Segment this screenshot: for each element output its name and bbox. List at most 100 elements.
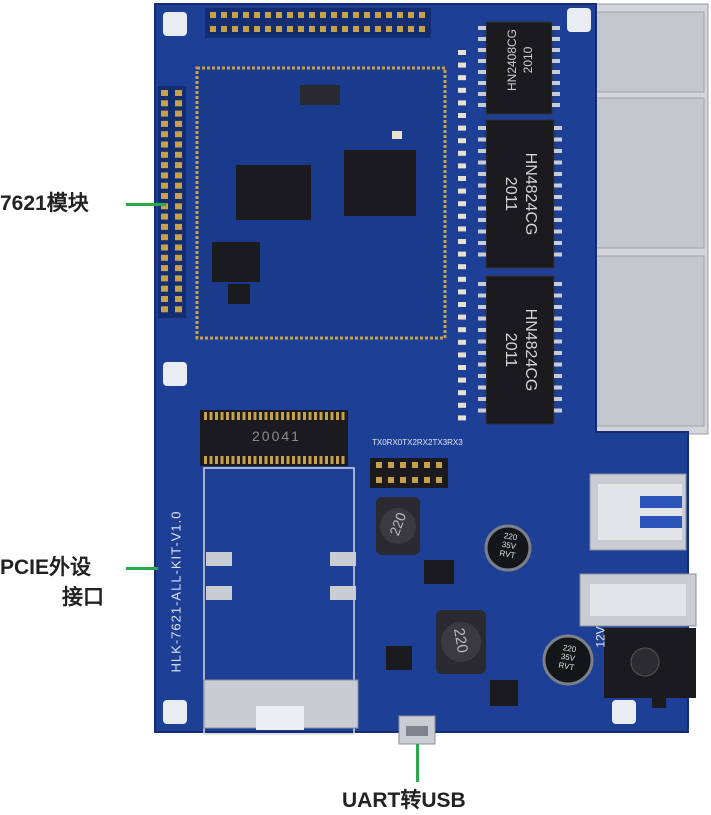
smd-component [458, 100, 466, 106]
header-pin [175, 131, 182, 138]
label-tx3: TX3 [432, 438, 448, 447]
uart-pin [436, 477, 442, 483]
header-pin [353, 12, 359, 18]
pcie-contact [314, 456, 317, 464]
smd-component [458, 390, 466, 396]
transformer-pin [554, 241, 562, 245]
header-pin [243, 26, 249, 32]
transformer-pin [478, 37, 486, 41]
pcie-contact [292, 456, 295, 464]
transformer-pin [478, 81, 486, 85]
transformer-pin [554, 218, 562, 222]
header-pin [161, 203, 168, 210]
pcie-contact [336, 456, 339, 464]
header-pin [320, 26, 326, 32]
smd-component [458, 264, 466, 270]
transformer-pin [554, 149, 562, 153]
header-pin [287, 12, 293, 18]
transformer-pin [554, 408, 562, 413]
smd-component [458, 402, 466, 408]
transformer-pin [478, 328, 486, 332]
transformer-pin [554, 339, 562, 344]
smd-component [458, 339, 466, 345]
pcie-contact [231, 412, 235, 420]
label-rx2: RX2 [416, 438, 433, 447]
header-pin [175, 193, 182, 199]
transformer-pin [478, 229, 486, 234]
transformer-pin [478, 59, 486, 63]
label-tx2: TX2 [402, 438, 417, 447]
header-pin [353, 26, 359, 32]
pcie-contact [242, 412, 246, 420]
header-pin [161, 182, 168, 189]
capacitor-2-text: 220 35V RVT [551, 642, 585, 674]
transformer-pin [554, 362, 562, 367]
transformer-pin [478, 339, 486, 344]
transformer-pin [478, 149, 486, 153]
smd-component [458, 365, 466, 370]
header-pin [175, 151, 182, 158]
dc-voltage-text: 12V [593, 626, 608, 648]
pcie-contact [209, 456, 213, 464]
transformer-pin [478, 252, 486, 257]
pcie-contact [319, 456, 323, 464]
header-pin [175, 213, 182, 220]
header-pin [419, 12, 425, 18]
transformer-pin [478, 103, 486, 107]
uart-pin [388, 462, 394, 468]
header-pin [161, 193, 168, 199]
transformer-pin [552, 92, 560, 96]
header-pin [375, 26, 381, 32]
transformer-pin [478, 92, 486, 96]
smd-component [458, 138, 466, 144]
pcie-contact [248, 456, 251, 464]
smd-component [458, 62, 466, 68]
transformer-pin [478, 374, 486, 378]
header-pin [175, 306, 182, 313]
pcie-contact [286, 412, 290, 420]
smd-component [458, 75, 466, 81]
transformer-pin [478, 282, 486, 286]
header-pin [175, 182, 182, 189]
header-pin [221, 26, 227, 32]
lan-transformer-2 [485, 119, 555, 269]
transformer-pin [478, 351, 486, 355]
smd-component [458, 352, 466, 358]
header-pin [397, 26, 403, 32]
pcie-contact [264, 412, 268, 420]
uart-header-labels: TX0 RX0 TX2 RX2 TX3 RX3 [372, 438, 463, 447]
pcie-contact [226, 412, 229, 420]
header-pin [331, 26, 337, 32]
transformer-pin [478, 316, 486, 321]
left-pin-header [158, 86, 186, 318]
transformer-pin [554, 351, 562, 355]
transformer-pin [478, 70, 486, 74]
header-pin [408, 26, 414, 32]
header-pin [397, 12, 403, 18]
transformer-1-part: HN2408CG [505, 28, 519, 92]
transformer-pin [478, 218, 486, 222]
uart-pin [376, 477, 382, 483]
transformer-pin [554, 160, 562, 165]
pcie-contact [237, 412, 240, 420]
pcie-contact [220, 412, 224, 420]
header-pin [175, 285, 182, 292]
header-pin [161, 275, 168, 282]
header-pin [320, 12, 326, 18]
smd-component [458, 163, 466, 169]
header-pin [175, 203, 182, 210]
pcie-contact [215, 412, 218, 420]
transformer-pin [478, 137, 486, 142]
pcie-contact [270, 412, 273, 420]
transformer-pin [478, 362, 486, 367]
transformer-pin [552, 103, 560, 107]
pcie-contact [209, 412, 213, 420]
uart-header [370, 458, 448, 488]
header-pin [161, 110, 168, 117]
header-pin [161, 151, 168, 158]
smd-component [458, 314, 466, 320]
smd-component [458, 226, 466, 232]
pcie-contact [292, 412, 295, 420]
smd-component [458, 302, 466, 307]
header-pin [408, 12, 414, 18]
